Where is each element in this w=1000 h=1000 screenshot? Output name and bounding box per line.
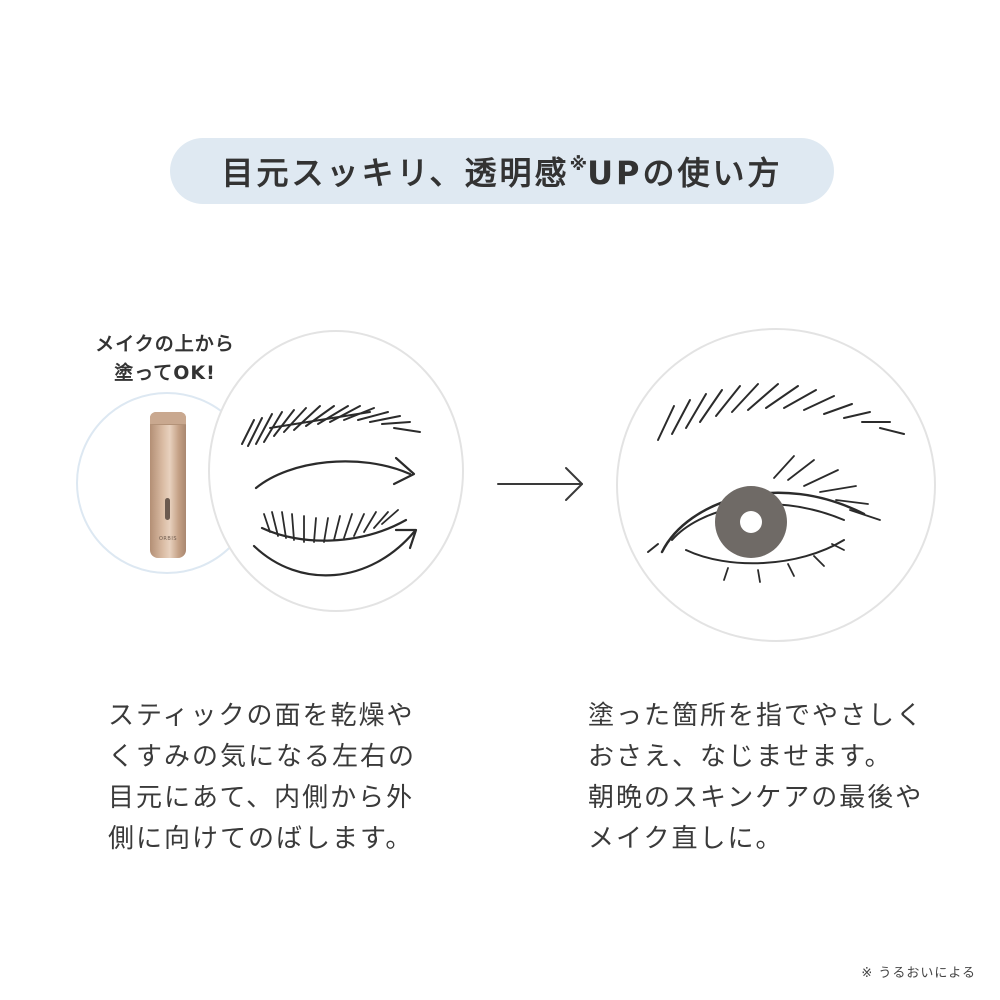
lower-eyelash-strokes <box>723 543 845 583</box>
eye-illustration-application <box>208 330 464 612</box>
eyelash-strokes <box>263 509 399 543</box>
product-stick: ORBIS <box>150 412 186 558</box>
footnote: ※ うるおいによる <box>861 966 976 981</box>
step-2-description: 塗った箇所を指でやさしく おさえ、なじませます。 朝晩のスキンケアの最後や メイ… <box>588 701 925 854</box>
page-title: 目元スッキリ、透明感※UPの使い方 <box>221 148 782 194</box>
step-1-description: スティックの面を乾燥や くすみの気になる左右の 目元にあて、内側から外 側に向け… <box>108 701 417 854</box>
pupil-highlight <box>740 511 762 533</box>
stick-cap <box>150 412 186 425</box>
product-note-line1: メイクの上から <box>95 333 235 355</box>
product-note: メイクの上から 塗ってOK! <box>60 330 270 388</box>
stick-window <box>165 498 170 520</box>
title-tail: UPの使い方 <box>587 154 783 192</box>
title-main: 目元スッキリ、透明感 <box>221 154 570 192</box>
eyebrow-strokes <box>241 405 421 447</box>
title-banner: 目元スッキリ、透明感※UPの使い方 <box>170 138 834 204</box>
eyelash-strokes <box>773 455 881 521</box>
title-footnote-mark: ※ <box>569 154 588 175</box>
product-note-line2: 塗ってOK! <box>114 362 216 384</box>
right-arrow-icon <box>497 467 583 501</box>
product-logo: ORBIS <box>159 536 177 542</box>
eye-illustration-result <box>616 328 936 642</box>
eyebrow-strokes <box>657 383 905 441</box>
